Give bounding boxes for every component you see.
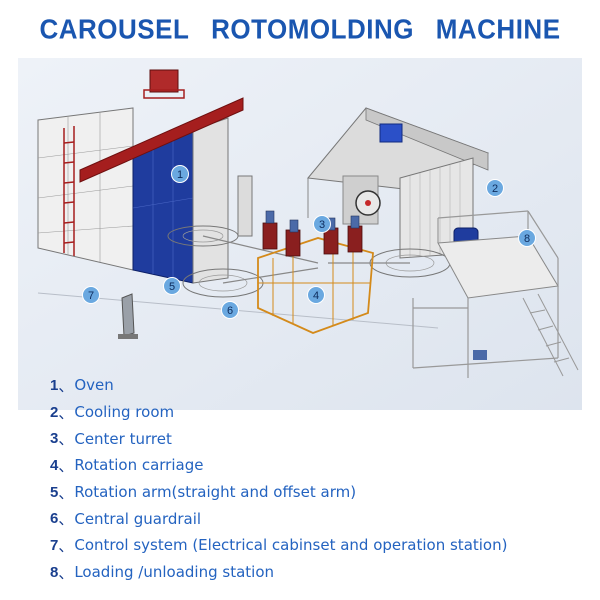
oven-side-wall [37, 107, 134, 271]
callout-6-label: 6 [227, 305, 233, 317]
legend-text: Control system (Electrical cabinset and … [74, 536, 508, 555]
callout-5-label: 5 [169, 281, 175, 293]
legend-item: 2、Cooling room [50, 399, 570, 426]
callout-5: 5 [163, 277, 181, 295]
oven-burner-box [149, 69, 179, 93]
carousel [167, 175, 451, 334]
page-title: CAROUSEL ROTOMOLDING MACHINE [0, 13, 600, 46]
legend-item: 4、Rotation carriage [50, 452, 570, 479]
legend-list: 1、Oven 2、Cooling room 3、Center turret 4、… [50, 372, 570, 586]
legend-text: Oven [74, 376, 114, 395]
callout-7: 7 [82, 286, 100, 304]
callout-8-label: 8 [524, 233, 530, 245]
callout-4: 4 [307, 286, 325, 304]
legend-separator: 、 [58, 456, 74, 475]
control-station [118, 293, 138, 339]
legend-text: Cooling room [74, 403, 175, 422]
cooling-room [307, 107, 490, 259]
title-word: MACHINE [435, 12, 561, 46]
callout-2-label: 2 [492, 183, 498, 195]
title-word: ROTOMOLDING [211, 12, 414, 46]
legend-separator: 、 [58, 483, 74, 502]
legend-number: 8 [50, 563, 59, 581]
legend-number: 4 [50, 456, 59, 474]
callout-3-label: 3 [319, 219, 325, 231]
legend-number: 6 [50, 510, 59, 528]
rotation-arm-left-inner [182, 229, 224, 243]
legend-item: 7、Control system (Electrical cabinset an… [50, 532, 570, 559]
oven-ladder [63, 126, 75, 256]
central-guardrail [257, 237, 374, 334]
callout-6: 6 [221, 301, 239, 319]
legend-item: 1、Oven [50, 372, 570, 399]
legend-text: Rotation carriage [74, 456, 204, 475]
legend-item: 6、Central guardrail [50, 505, 570, 532]
cooling-fan-motor [379, 123, 403, 143]
oven-top-beam [79, 97, 244, 183]
platform-motor [473, 350, 487, 360]
operation-terminal [121, 293, 135, 337]
oven-burner-frame [143, 89, 185, 99]
legend-separator: 、 [58, 430, 74, 449]
legend-number: 7 [50, 536, 59, 554]
legend-item: 8、Loading /unloading station [50, 559, 570, 586]
center-turret-column [237, 175, 253, 237]
legend-separator: 、 [58, 403, 74, 422]
legend-text: Loading /unloading station [74, 563, 275, 582]
title-word: CAROUSEL [39, 12, 190, 46]
legend-item: 5、Rotation arm(straight and offset arm) [50, 479, 570, 506]
callout-3: 3 [313, 215, 331, 233]
legend-text: Rotation arm(straight and offset arm) [74, 483, 357, 502]
legend-separator: 、 [58, 536, 74, 555]
callout-8: 8 [518, 229, 536, 247]
legend-separator: 、 [58, 563, 74, 582]
legend-number: 2 [50, 403, 59, 421]
legend-text: Center turret [74, 429, 172, 448]
machine-illustration: 1 2 3 4 5 6 7 8 [18, 58, 582, 410]
platform-stairs [522, 293, 579, 377]
legend-text: Central guardrail [74, 509, 202, 528]
legend-number: 3 [50, 430, 59, 448]
legend-separator: 、 [58, 376, 74, 395]
legend-separator: 、 [58, 510, 74, 529]
callout-1-label: 1 [177, 169, 183, 181]
callout-1: 1 [171, 165, 189, 183]
callout-4-label: 4 [313, 290, 319, 302]
oven-front-wall [192, 117, 229, 284]
rotation-arm-front-inner [198, 274, 248, 292]
loading-platform [412, 210, 579, 378]
callout-2: 2 [486, 179, 504, 197]
legend-number: 1 [50, 376, 59, 394]
callout-7-label: 7 [88, 290, 94, 302]
legend-number: 5 [50, 483, 59, 501]
legend-item: 3、Center turret [50, 425, 570, 452]
